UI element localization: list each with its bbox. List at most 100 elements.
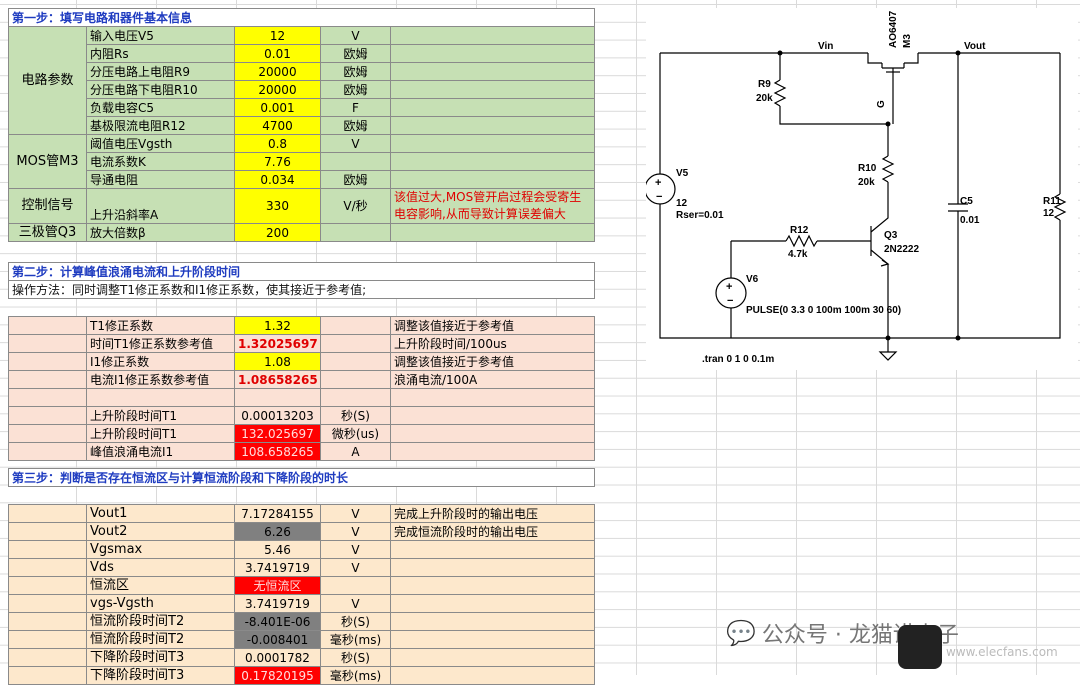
param-name: Vout1 [86,504,235,523]
param-name: 基极限流电阻R12 [86,116,235,135]
param-name: T1修正系数 [86,316,235,335]
label-tran: .tran 0 1 0 0.1m [702,354,774,365]
param-name: Vds [86,558,235,577]
param-name: 分压电路上电阻R9 [86,62,235,81]
label-r12: R12 [790,225,809,236]
param-value-cell[interactable]: 1.32 [234,316,321,335]
param-value-cell: 5.46 [234,540,321,559]
label-r12-value: 4.7k [788,249,808,260]
param-value-cell: -8.401E-06 [234,612,321,631]
blank-cell [8,666,87,685]
param-note [389,406,596,425]
blank-cell [8,388,87,407]
param-value-cell[interactable]: 200 [234,223,321,242]
step3-title: 第三步：判断是否存在恒流区与计算恒流阶段和下降阶段的时长 [7,468,596,487]
group-bjt: 三极管Q3 [8,223,87,242]
blank-cell [8,406,87,425]
label-c5: C5 [960,196,973,207]
param-value-cell: 0.0001782 [234,648,321,667]
param-unit: V [320,558,391,577]
param-value-cell[interactable]: 4700 [234,116,321,135]
param-note: 浪涌电流/100A [389,370,596,389]
param-unit [320,576,391,595]
param-value-cell: 1.08658265 [234,370,321,389]
param-unit: V/秒 [320,188,391,224]
param-note-warning: 该值过大,MOS管开启过程会受寄生电容影响,从而导致计算误差偏大 [389,188,596,224]
param-unit: A [320,442,391,461]
param-note: 调整该值接近于参考值 [389,352,596,371]
svg-text:+: + [726,281,732,293]
param-value-cell[interactable]: 0.01 [234,44,321,63]
param-name: Vout2 [86,522,235,541]
param-note [389,223,596,242]
label-c5-value: 0.01 [960,215,980,226]
label-r11: R11 [1043,196,1061,207]
param-unit [320,352,391,371]
param-unit: F [320,98,391,117]
param-note [389,80,596,99]
param-note [389,98,596,117]
param-value-cell[interactable]: 20000 [234,62,321,81]
param-note [389,134,596,153]
param-name: 负载电容C5 [86,98,235,117]
param-note: 完成恒流阶段时的输出电压 [389,522,596,541]
param-unit: 欧姆 [320,116,391,135]
param-value-cell[interactable]: 0.8 [234,134,321,153]
param-value-cell: 132.025697 [234,424,321,443]
blank-cell [8,442,87,461]
label-mos-name: M3 [902,34,913,48]
label-v6: V6 [746,274,759,285]
param-unit: V [320,26,391,45]
param-note [389,540,596,559]
param-note [389,26,596,45]
param-note [389,648,596,667]
param-value-cell[interactable]: 7.76 [234,152,321,171]
label-v5-value: 12 [676,198,688,209]
circuit-schematic: +− +− Vin Vout AO6407 M3 R9 20k G R10 20… [644,8,1078,370]
blank-cell [8,576,87,595]
watermark-site: www.elecfans.com [946,645,1058,659]
param-note: 完成上升阶段时的输出电压 [389,504,596,523]
blank-cell [8,424,87,443]
param-unit: 秒(S) [320,406,391,425]
param-note [389,116,596,135]
param-note: 上升阶段时间/100us [389,334,596,353]
blank-cell [389,388,596,407]
param-name: 放大倍数β [86,223,235,242]
step2-table: 第二步：计算峰值浪涌电流和上升阶段时间 操作方法：同时调整T1修正系数和I1修正… [7,262,596,461]
wechat-icon: 💬 [726,619,756,647]
label-mos-model: AO6407 [888,10,899,48]
param-name: 时间T1修正系数参考值 [86,334,235,353]
param-name: 恒流阶段时间T2 [86,630,235,649]
param-value-cell[interactable]: 20000 [234,80,321,99]
param-value-cell[interactable]: 12 [234,26,321,45]
param-unit [320,316,391,335]
param-note [389,152,596,171]
param-unit: V [320,594,391,613]
elecfans-logo-icon [898,625,942,669]
blank-cell [8,630,87,649]
param-value-cell[interactable]: 1.08 [234,352,321,371]
blank-cell [8,522,87,541]
param-name: 恒流区 [86,576,235,595]
param-value-cell[interactable]: 330 [234,188,321,224]
param-value-cell[interactable]: 0.034 [234,170,321,189]
label-r10-value: 20k [858,177,875,188]
param-name: 阈值电压Vgsth [86,134,235,153]
param-value-cell: 1.32025697 [234,334,321,353]
param-value-cell[interactable]: 0.001 [234,98,321,117]
param-name: 下降阶段时间T3 [86,648,235,667]
label-r11-value: 12 [1043,208,1055,219]
param-name: 电流系数K [86,152,235,171]
blank-cell [8,316,87,335]
param-unit: 欧姆 [320,80,391,99]
param-value-cell: -0.008401 [234,630,321,649]
blank-cell [8,504,87,523]
param-name: 导通电阻 [86,170,235,189]
param-value-cell: 6.26 [234,522,321,541]
param-note [389,630,596,649]
param-name: 恒流阶段时间T2 [86,612,235,631]
label-rser: Rser=0.01 [676,210,724,221]
